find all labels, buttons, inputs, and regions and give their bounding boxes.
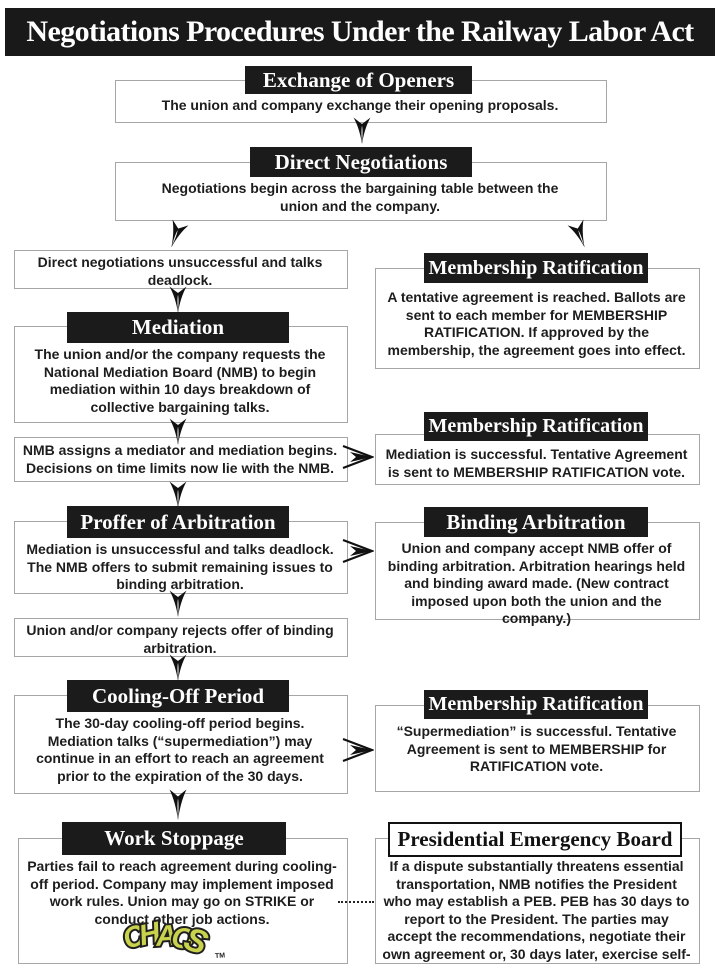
node-nmb-assigns-mediator xyxy=(14,437,348,482)
node-talks-deadlock xyxy=(14,250,348,289)
node-membership-ratification-1 xyxy=(375,268,700,369)
node-cooling-off-period-body: The 30-day cooling-off period begins. Me… xyxy=(36,715,324,784)
node-binding-arbitration-header: Binding Arbitration xyxy=(424,507,648,537)
node-presidential-emergency-board-title: Presidential Emergency Board xyxy=(397,827,673,851)
node-mediation-title: Mediation xyxy=(131,315,225,339)
node-exchange-of-openers-body: The union and company exchange their ope… xyxy=(161,97,559,113)
node-membership-ratification-3-body: “Supermediation” is successful. Tentativ… xyxy=(396,723,677,774)
node-membership-ratification-1-title: Membership Ratification xyxy=(428,256,644,279)
node-membership-ratification-3-header: Membership Ratification xyxy=(424,690,648,719)
node-direct-negotiations-body: Negotiations begin across the bargaining… xyxy=(161,180,559,214)
node-membership-ratification-2-header: Membership Ratification xyxy=(424,412,648,441)
page-title: Negotiations Procedures Under the Railwa… xyxy=(26,15,694,48)
node-presidential-emergency-board-header: Presidential Emergency Board xyxy=(388,822,682,857)
arrow-down-icon xyxy=(169,654,187,687)
node-proffer-of-arbitration-body: Mediation is unsuccessful and talks dead… xyxy=(26,541,334,592)
arrow-down-icon xyxy=(169,286,187,319)
node-mediation-header: Mediation xyxy=(67,312,289,343)
node-proffer-of-arbitration-header: Proffer of Arbitration xyxy=(67,506,289,538)
node-work-stoppage-title: Work Stoppage xyxy=(104,826,244,850)
node-cooling-off-period-header: Cooling-Off Period xyxy=(67,680,289,712)
arrow-down-right-icon xyxy=(567,219,595,256)
node-membership-ratification-1-body: A tentative agreement is reached. Ballot… xyxy=(387,289,686,358)
node-membership-ratification-2 xyxy=(375,434,700,485)
node-presidential-emergency-board xyxy=(375,838,700,964)
node-cooling-off-period-title: Cooling-Off Period xyxy=(91,683,265,708)
node-rejects-arbitration-body: Union and/or company rejects offer of bi… xyxy=(26,622,334,656)
node-work-stoppage-header: Work Stoppage xyxy=(62,822,286,855)
page-title-bar: Negotiations Procedures Under the Railwa… xyxy=(5,8,715,56)
node-membership-ratification-1-header: Membership Ratification xyxy=(424,253,648,283)
node-membership-ratification-2-body: Mediation is successful. Tentative Agree… xyxy=(385,446,688,480)
node-talks-deadlock-body: Direct negotiations unsuccessful and tal… xyxy=(37,254,323,288)
arrow-right-icon xyxy=(342,737,376,768)
arrow-down-icon xyxy=(169,789,187,826)
node-work-stoppage-body: Parties fail to reach agreement during c… xyxy=(27,858,337,927)
node-membership-ratification-2-title: Membership Ratification xyxy=(428,415,644,437)
node-direct-negotiations-header: Direct Negotiations xyxy=(250,147,472,177)
chaos-tm-mark: TM xyxy=(214,952,226,961)
node-nmb-assigns-mediator-body: NMB assigns a mediator and mediation beg… xyxy=(22,442,338,476)
node-exchange-of-openers-title: Exchange of Openers xyxy=(262,67,455,92)
node-work-stoppage xyxy=(18,838,348,964)
node-binding-arbitration xyxy=(375,522,700,620)
node-proffer-of-arbitration-title: Proffer of Arbitration xyxy=(80,509,276,534)
dotted-connector-line xyxy=(338,901,374,903)
arrow-down-icon xyxy=(169,590,187,623)
node-direct-negotiations-title: Direct Negotiations xyxy=(274,149,448,174)
arrow-down-icon xyxy=(169,481,187,514)
arrow-right-icon xyxy=(342,538,376,569)
arrow-down-icon xyxy=(169,418,187,451)
arrow-right-icon xyxy=(342,444,376,475)
node-presidential-emergency-board-body: If a dispute substantially threatens ess… xyxy=(382,858,691,965)
node-membership-ratification-3-title: Membership Ratification xyxy=(428,693,644,715)
arrow-down-left-icon xyxy=(161,219,189,256)
node-mediation-body: The union and/or the company requests th… xyxy=(34,346,326,415)
node-rejects-arbitration xyxy=(14,618,348,657)
node-binding-arbitration-title: Binding Arbitration xyxy=(446,509,626,534)
node-binding-arbitration-body: Union and company accept NMB offer of bi… xyxy=(387,540,686,626)
arrow-down-icon xyxy=(353,117,371,150)
node-exchange-of-openers-header: Exchange of Openers xyxy=(245,66,472,94)
